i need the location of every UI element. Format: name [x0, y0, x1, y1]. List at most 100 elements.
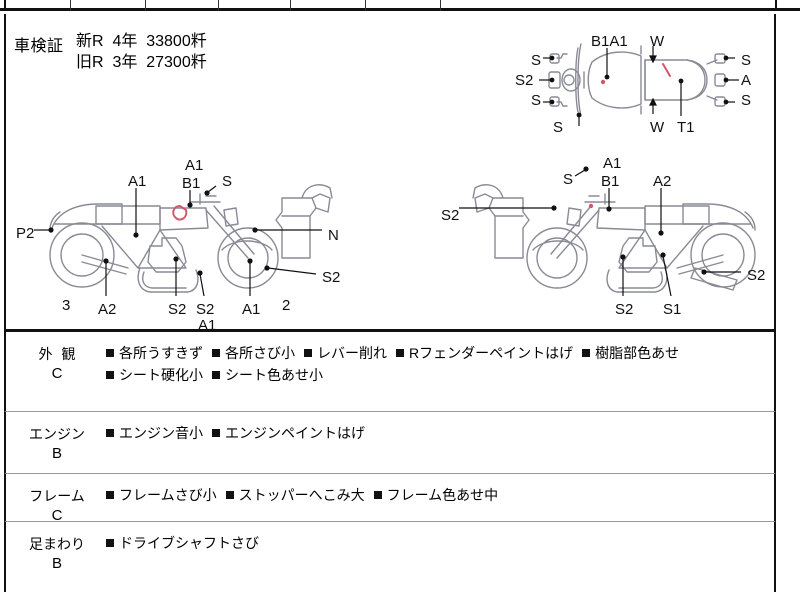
- square-bullet-icon: [106, 429, 114, 437]
- condition-item-label: ストッパーへこみ大: [238, 487, 365, 503]
- condition-item-label: ドライブシャフトさび: [119, 535, 259, 551]
- condition-item: エンジンペイントはげ: [212, 425, 365, 441]
- condition-item: シート硬化小: [106, 367, 203, 383]
- damage-mark-circle: [172, 204, 188, 221]
- diagram-part-label: B1: [601, 173, 619, 190]
- header-cell-divider: [218, 0, 219, 11]
- diagram-part-label: S: [741, 92, 751, 109]
- condition-row: フレーム C フレームさび小 ストッパーへこみ大 フレーム色あせ中: [4, 474, 776, 524]
- square-bullet-icon: [304, 349, 312, 357]
- condition-grade: C: [51, 507, 63, 524]
- diagram-part-label: S2: [322, 269, 340, 286]
- condition-row: エンジン B エンジン音小エンジンペイントはげ: [4, 412, 776, 474]
- condition-item-label: シート色あせ小: [225, 367, 323, 383]
- diagram-part-label: S: [553, 119, 563, 136]
- registration-values: 新R 4年 33800粁 旧R 3年 27300粁: [76, 31, 207, 73]
- condition-item: ドライブシャフトさび: [106, 535, 259, 551]
- diagram-part-label: S2: [168, 301, 186, 318]
- diagram-part-label: S2: [441, 207, 459, 224]
- diagram-part-label: S: [741, 52, 751, 69]
- diagram-part-label: S2: [747, 267, 765, 284]
- header-cell-divider: [440, 0, 441, 11]
- diagram-part-label: S2: [615, 301, 633, 318]
- header-cell-divider: [4, 0, 6, 11]
- condition-item: エンジン音小: [106, 425, 203, 441]
- condition-item: 各所うすきず: [106, 345, 203, 361]
- condition-item-label: Rフェンダーペイントはげ: [409, 345, 574, 361]
- diagram-part-label: T1: [677, 119, 695, 136]
- diagram-part-label: B1A1: [591, 33, 628, 50]
- condition-items: エンジン音小 エンジンペイントはげ: [106, 422, 768, 444]
- square-bullet-icon: [106, 491, 114, 499]
- diagram-part-label: S: [563, 171, 573, 188]
- condition-grade: C: [51, 365, 63, 382]
- square-bullet-icon: [106, 539, 114, 547]
- condition-item: フレームさび小: [106, 487, 217, 503]
- condition-item-label: エンジンペイントはげ: [225, 425, 365, 441]
- condition-item-label: 樹脂部色あせ: [595, 345, 680, 361]
- condition-item: フレーム色あせ中: [373, 487, 499, 503]
- damage-mark-dot: [600, 79, 606, 85]
- damage-mark-dot: [588, 203, 594, 209]
- diagram-part-label: S: [531, 52, 541, 69]
- condition-items: フレームさび小 ストッパーへこみ大 フレーム色あせ中: [106, 484, 768, 506]
- diagram-part-label: A1: [185, 157, 203, 174]
- square-bullet-icon: [106, 349, 114, 357]
- condition-items: ドライブシャフトさび: [106, 532, 768, 554]
- diagram-part-label: W: [650, 33, 665, 50]
- square-bullet-icon: [212, 349, 220, 357]
- header-cell-divider: [145, 0, 146, 11]
- diagram-part-label: N: [328, 227, 339, 244]
- condition-category-label: エンジン: [29, 426, 85, 442]
- diagram-part-label: S: [531, 92, 541, 109]
- condition-grade: B: [51, 555, 62, 572]
- condition-category-label: フレーム: [29, 488, 85, 504]
- diagram-part-label: 2: [282, 297, 290, 314]
- square-bullet-icon: [373, 491, 382, 499]
- truncated-header-strip: [0, 0, 800, 11]
- damage-mark-scratch: [662, 63, 671, 77]
- diagram-part-label: A2: [653, 173, 671, 190]
- diagram-part-label: S1: [663, 301, 681, 318]
- diagram-part-label: S: [222, 173, 232, 190]
- header-cell-divider: [775, 0, 777, 11]
- diagram-part-label: A1: [603, 155, 621, 172]
- condition-item-label: シート硬化小: [119, 367, 203, 383]
- square-bullet-icon: [225, 491, 234, 499]
- condition-item: レバー削れ: [304, 345, 387, 361]
- header-cell-divider: [70, 0, 71, 11]
- condition-row: 外観 C 各所うすきず 各所さび小レバー削れ Rフェンダーペイントはげ 樹脂部色あせシ…: [4, 332, 776, 412]
- condition-item: Rフェンダーペイントはげ: [396, 345, 573, 361]
- diagram-part-label: A: [741, 72, 751, 89]
- diagram-part-label: A1: [128, 173, 146, 190]
- condition-item: 各所さび小: [212, 345, 295, 361]
- condition-item-label: フレーム色あせ中: [386, 487, 499, 503]
- registration-line-old: 旧R 3年 27300粁: [76, 54, 207, 71]
- square-bullet-icon: [212, 371, 220, 379]
- square-bullet-icon: [106, 371, 114, 379]
- diagram-part-label: S2: [196, 301, 214, 318]
- condition-item-label: 各所さび小: [225, 345, 295, 361]
- diagram-part-label: B1: [182, 175, 200, 192]
- header-cell-divider: [365, 0, 366, 11]
- condition-item: シート色あせ小: [212, 367, 323, 383]
- diagram-part-label: A1: [242, 301, 260, 318]
- square-bullet-icon: [396, 349, 404, 357]
- registration-line-new: 新R 4年 33800粁: [76, 33, 207, 50]
- diagram-part-label: A1: [198, 317, 216, 330]
- diagram-part-label: A2: [98, 301, 116, 318]
- diagram-part-label: P2: [16, 225, 34, 242]
- condition-items: 各所うすきず 各所さび小レバー削れ Rフェンダーペイントはげ 樹脂部色あせシート硬化小…: [106, 342, 768, 386]
- condition-item: 樹脂部色あせ: [582, 345, 679, 361]
- header-cell-divider: [290, 0, 291, 11]
- condition-category-label: 外観: [38, 346, 85, 362]
- registration-label: 車検証: [14, 38, 64, 55]
- square-bullet-icon: [582, 349, 591, 357]
- condition-row: 足まわり B ドライブシャフトさび: [4, 522, 776, 592]
- condition-item-label: フレームさび小: [119, 487, 217, 503]
- condition-category-label: 足まわり: [29, 536, 85, 552]
